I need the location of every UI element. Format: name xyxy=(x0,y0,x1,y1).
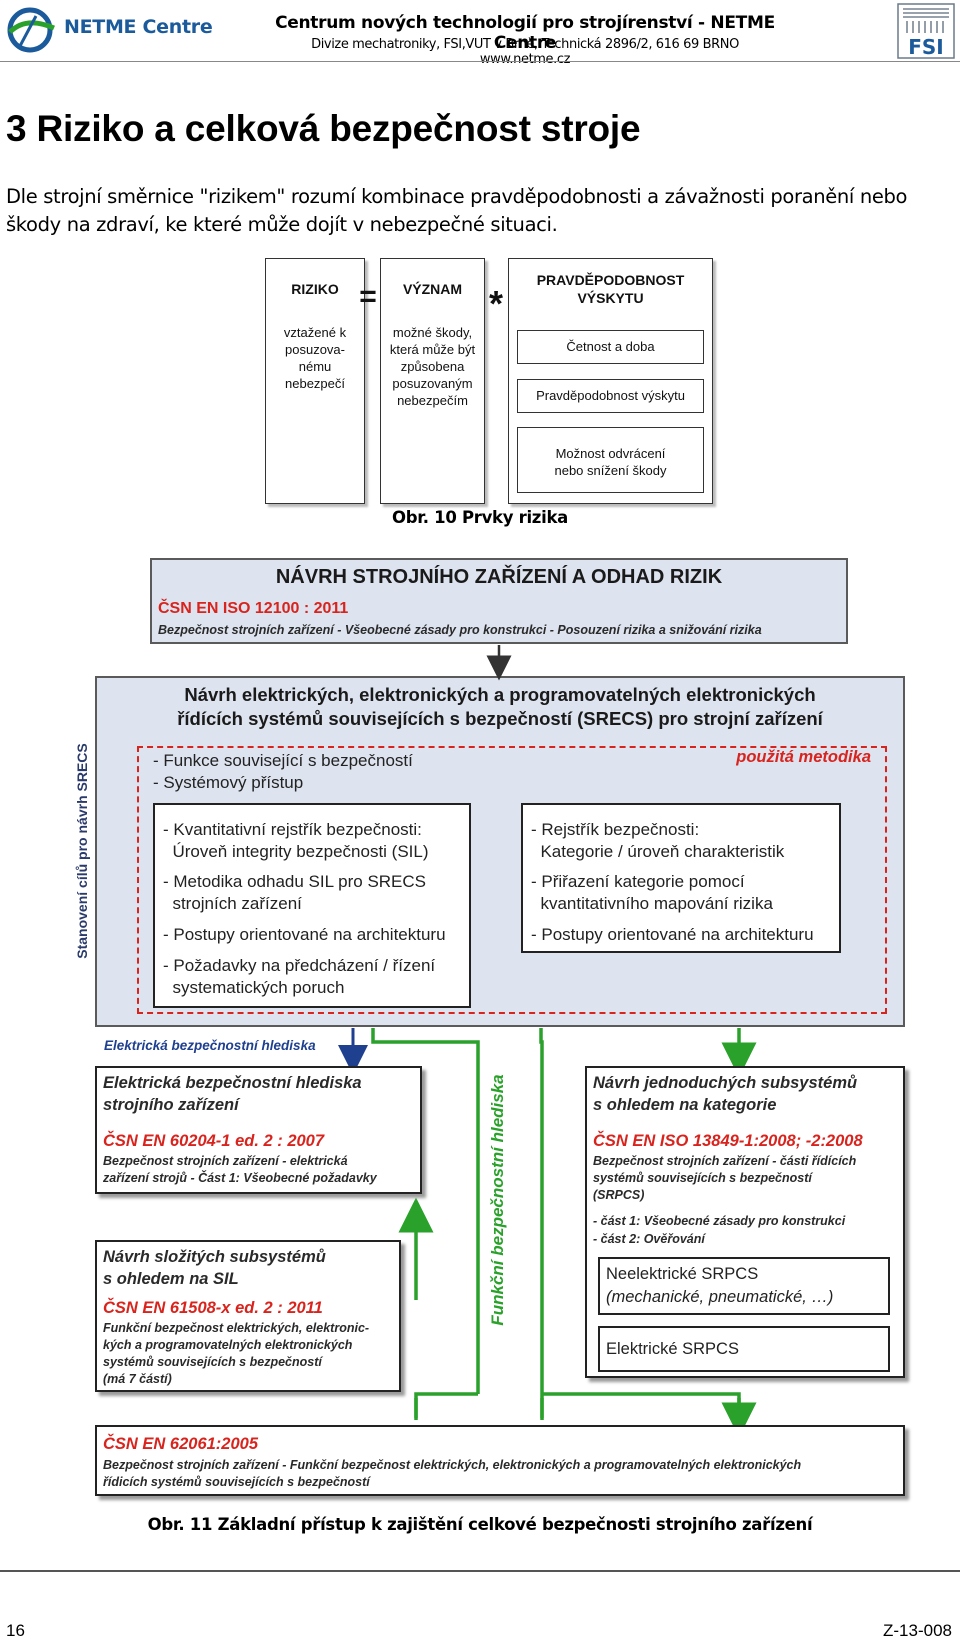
box-b-desc-4: (má 7 částí) xyxy=(103,1372,172,1386)
cat-item-4: kvantitativního mapování rizika xyxy=(531,894,773,913)
pravdepodobnost-vyskytu-box: Pravděpodobnost výskytu xyxy=(517,379,704,413)
box-c-sub1-line-1: Neelektrické SRPCS xyxy=(606,1265,759,1283)
box-62061: ČSN EN 62061:2005 Bezpečnost strojních z… xyxy=(95,1425,905,1496)
cat-item-5: - Postupy orientované na architekturu xyxy=(531,925,814,944)
box-c-desc-2: systémů souvisejících s bezpečností xyxy=(593,1171,812,1185)
box-c-electric: Elektrické SRPCS xyxy=(598,1326,890,1372)
func-line-2: - Systémový přístup xyxy=(153,773,304,792)
box-elec-safety: Elektrická bezpečnostní hlediska strojní… xyxy=(95,1066,422,1194)
vyznam-line-4: posuzovaným xyxy=(392,376,473,391)
box-a-std: ČSN EN 60204-1 ed. 2 : 2007 xyxy=(103,1132,325,1150)
moznost-line-1: Možnost odvrácení xyxy=(555,446,666,461)
logo-text: NETME Centre xyxy=(64,16,213,38)
vyznam-line-5: nebezpečím xyxy=(397,393,468,408)
vyznam-box: VÝZNAM možné škody, která může být způso… xyxy=(380,258,485,504)
box-c-title-2: s ohledem na kategorie xyxy=(593,1096,777,1114)
category-list-box: - Rejstřík bezpečnosti: Kategorie / úrov… xyxy=(521,803,841,953)
cat-item-1: - Rejstřík bezpečnosti: xyxy=(531,820,700,839)
srecs-title-2: řídících systémů souvisejících s bezpečn… xyxy=(177,708,823,729)
header-subtitle: Divize mechatroniky, FSI,VUT v Brně, Tec… xyxy=(311,37,739,67)
header-rule xyxy=(0,61,960,62)
box-a-title-2: strojního zařízení xyxy=(103,1096,239,1114)
box-c-part-2: - část 2: Ověřování xyxy=(593,1232,705,1246)
box-c-sub1-line-2: (mechanické, pneumatické, …) xyxy=(606,1288,834,1306)
moznost-odvraceni-box: Možnost odvrácení nebo snížení škody xyxy=(517,427,704,493)
cat-item-3: - Přiřazení kategorie pomocí xyxy=(531,872,745,891)
box-a-desc-1: Bezpečnost strojních zařízení - elektric… xyxy=(103,1154,348,1168)
sil-item-6: - Požadavky na předcházení / řízení xyxy=(163,956,436,975)
cat-item-2: Kategorie / úroveň charakteristik xyxy=(531,842,785,861)
pravdepodobnost-box: PRAVDĚPODOBNOST VÝSKYTU Četnost a doba P… xyxy=(508,258,713,504)
box-b-desc-3: systémů souvisejících s bezpečností xyxy=(103,1355,322,1369)
sil-item-1: - Kvantitativní rejstřík bezpečnosti: xyxy=(163,820,422,839)
riziko-title: RIZIKO xyxy=(291,281,339,297)
document-code: Z-13-008 xyxy=(883,1621,952,1640)
box-c-nonelectric: Neelektrické SRPCS (mechanické, pneumati… xyxy=(598,1257,890,1315)
section-paragraph: Dle strojní směrnice "rizikem" rozumí ko… xyxy=(6,185,908,236)
box-c-part-1: - část 1: Všeobecné zásady pro konstrukc… xyxy=(593,1214,846,1228)
page-number: 16 xyxy=(6,1621,25,1640)
riziko-line-3: nému xyxy=(298,359,332,374)
pravdepodobnost-title-2: VÝSKYTU xyxy=(577,290,644,306)
netme-logo xyxy=(6,6,58,54)
riziko-box: RIZIKO vztažené k posuzova- nému nebezpe… xyxy=(265,258,365,504)
box-b-desc-2: kých a programovatelných elektronických xyxy=(103,1338,353,1352)
func-line-1: - Funkce související s bezpečností xyxy=(153,751,413,770)
bottom-desc-1: Bezpečnost strojních zařízení - Funkční … xyxy=(103,1458,802,1472)
sil-list-box: - Kvantitativní rejstřík bezpečnosti: Úr… xyxy=(153,803,471,1008)
sil-item-7: systematických poruch xyxy=(163,978,345,997)
box-b-std: ČSN EN 61508-x ed. 2 : 2011 xyxy=(103,1299,323,1317)
box-a-title-1: Elektrická bezpečnostní hlediska xyxy=(103,1074,362,1092)
multiply-sign: * xyxy=(488,283,503,324)
svg-text:FSI: FSI xyxy=(908,35,944,59)
box-b-desc-1: Funkční bezpečnost elektrických, elektro… xyxy=(103,1321,370,1335)
cetnost-box: Četnost a doba xyxy=(517,330,704,364)
fig11-caption: Obr. 11 Základní přístup k zajištění cel… xyxy=(147,1515,813,1534)
box-c-desc-1: Bezpečnost strojních zařízení - části ří… xyxy=(593,1154,857,1168)
srecs-title-1: Návrh elektrických, elektronických a pro… xyxy=(184,684,816,705)
elec-label: Elektrická bezpečnostní hlediska xyxy=(104,1038,316,1053)
func-side-label: Funkční bezpečnostní hlediska xyxy=(488,1074,507,1326)
box-c-std: ČSN EN ISO 13849-1:2008; -2:2008 xyxy=(593,1132,863,1150)
box-simple-subsystems: Návrh jednoduchých subsystémů s ohledem … xyxy=(585,1066,905,1378)
riziko-line-4: nebezpečí xyxy=(285,376,345,391)
box-a-desc-2: zařízení strojů - Část 1: Všeobecné poža… xyxy=(103,1171,377,1185)
box-b-title-2: s ohledem na SIL xyxy=(103,1270,239,1288)
riziko-line-1: vztažené k xyxy=(283,325,347,340)
equals-sign: = xyxy=(359,280,377,313)
top-panel: NÁVRH STROJNÍHO ZAŘÍZENÍ A ODHAD RIZIK Č… xyxy=(150,558,848,644)
box-c-sub2: Elektrické SRPCS xyxy=(606,1340,739,1358)
metodika-dashed-frame xyxy=(137,746,887,1014)
sil-item-2: Úroveň integrity bezpečnosti (SIL) xyxy=(163,842,429,861)
srecs-panel: Návrh elektrických, elektronických a pro… xyxy=(95,676,905,1027)
fsi-logo: FSI xyxy=(897,3,955,59)
sil-item-3: - Metodika odhadu SIL pro SRECS xyxy=(163,872,427,891)
sil-item-4: strojních zařízení xyxy=(163,894,302,913)
fig11-connectors xyxy=(338,645,960,1500)
box-c-title-1: Návrh jednoduchých subsystémů xyxy=(593,1074,858,1092)
moznost-line-2: nebo snížení škody xyxy=(554,463,667,478)
section-heading: 3 Riziko a celková bezpečnost stroje xyxy=(6,108,641,149)
vyznam-title: VÝZNAM xyxy=(402,281,463,297)
top-panel-title: NÁVRH STROJNÍHO ZAŘÍZENÍ A ODHAD RIZIK xyxy=(275,566,723,588)
box-b-title-1: Návrh složitých subsystémů xyxy=(103,1248,326,1266)
vyznam-line-2: která může být xyxy=(389,342,476,357)
footer-rule xyxy=(0,1570,960,1572)
vyznam-line-1: možné škody, xyxy=(392,325,473,340)
box-c-desc-3: (SRPCS) xyxy=(593,1188,645,1202)
riziko-line-2: posuzova- xyxy=(285,342,345,357)
box-complex-subsystems: Návrh složitých subsystémů s ohledem na … xyxy=(95,1240,401,1392)
top-panel-std: ČSN EN ISO 12100 : 2011 xyxy=(158,600,349,617)
sil-item-5: - Postupy orientované na architekturu xyxy=(163,925,446,944)
top-panel-desc: Bezpečnost strojních zařízení - Všeobecn… xyxy=(158,623,762,637)
metodika-label: použitá metodika xyxy=(736,748,871,766)
bottom-std: ČSN EN 62061:2005 xyxy=(103,1435,259,1453)
bottom-desc-2: řídicích systémů souvisejících s bezpečn… xyxy=(103,1475,370,1489)
vyznam-line-3: způsobena xyxy=(400,359,465,374)
pravdepodobnost-title-1: PRAVDĚPODOBNOST xyxy=(536,272,685,288)
header-title: Centrum nových technologií pro strojíren… xyxy=(275,13,775,53)
fig10-caption: Obr. 10 Prvky rizika xyxy=(392,508,568,527)
